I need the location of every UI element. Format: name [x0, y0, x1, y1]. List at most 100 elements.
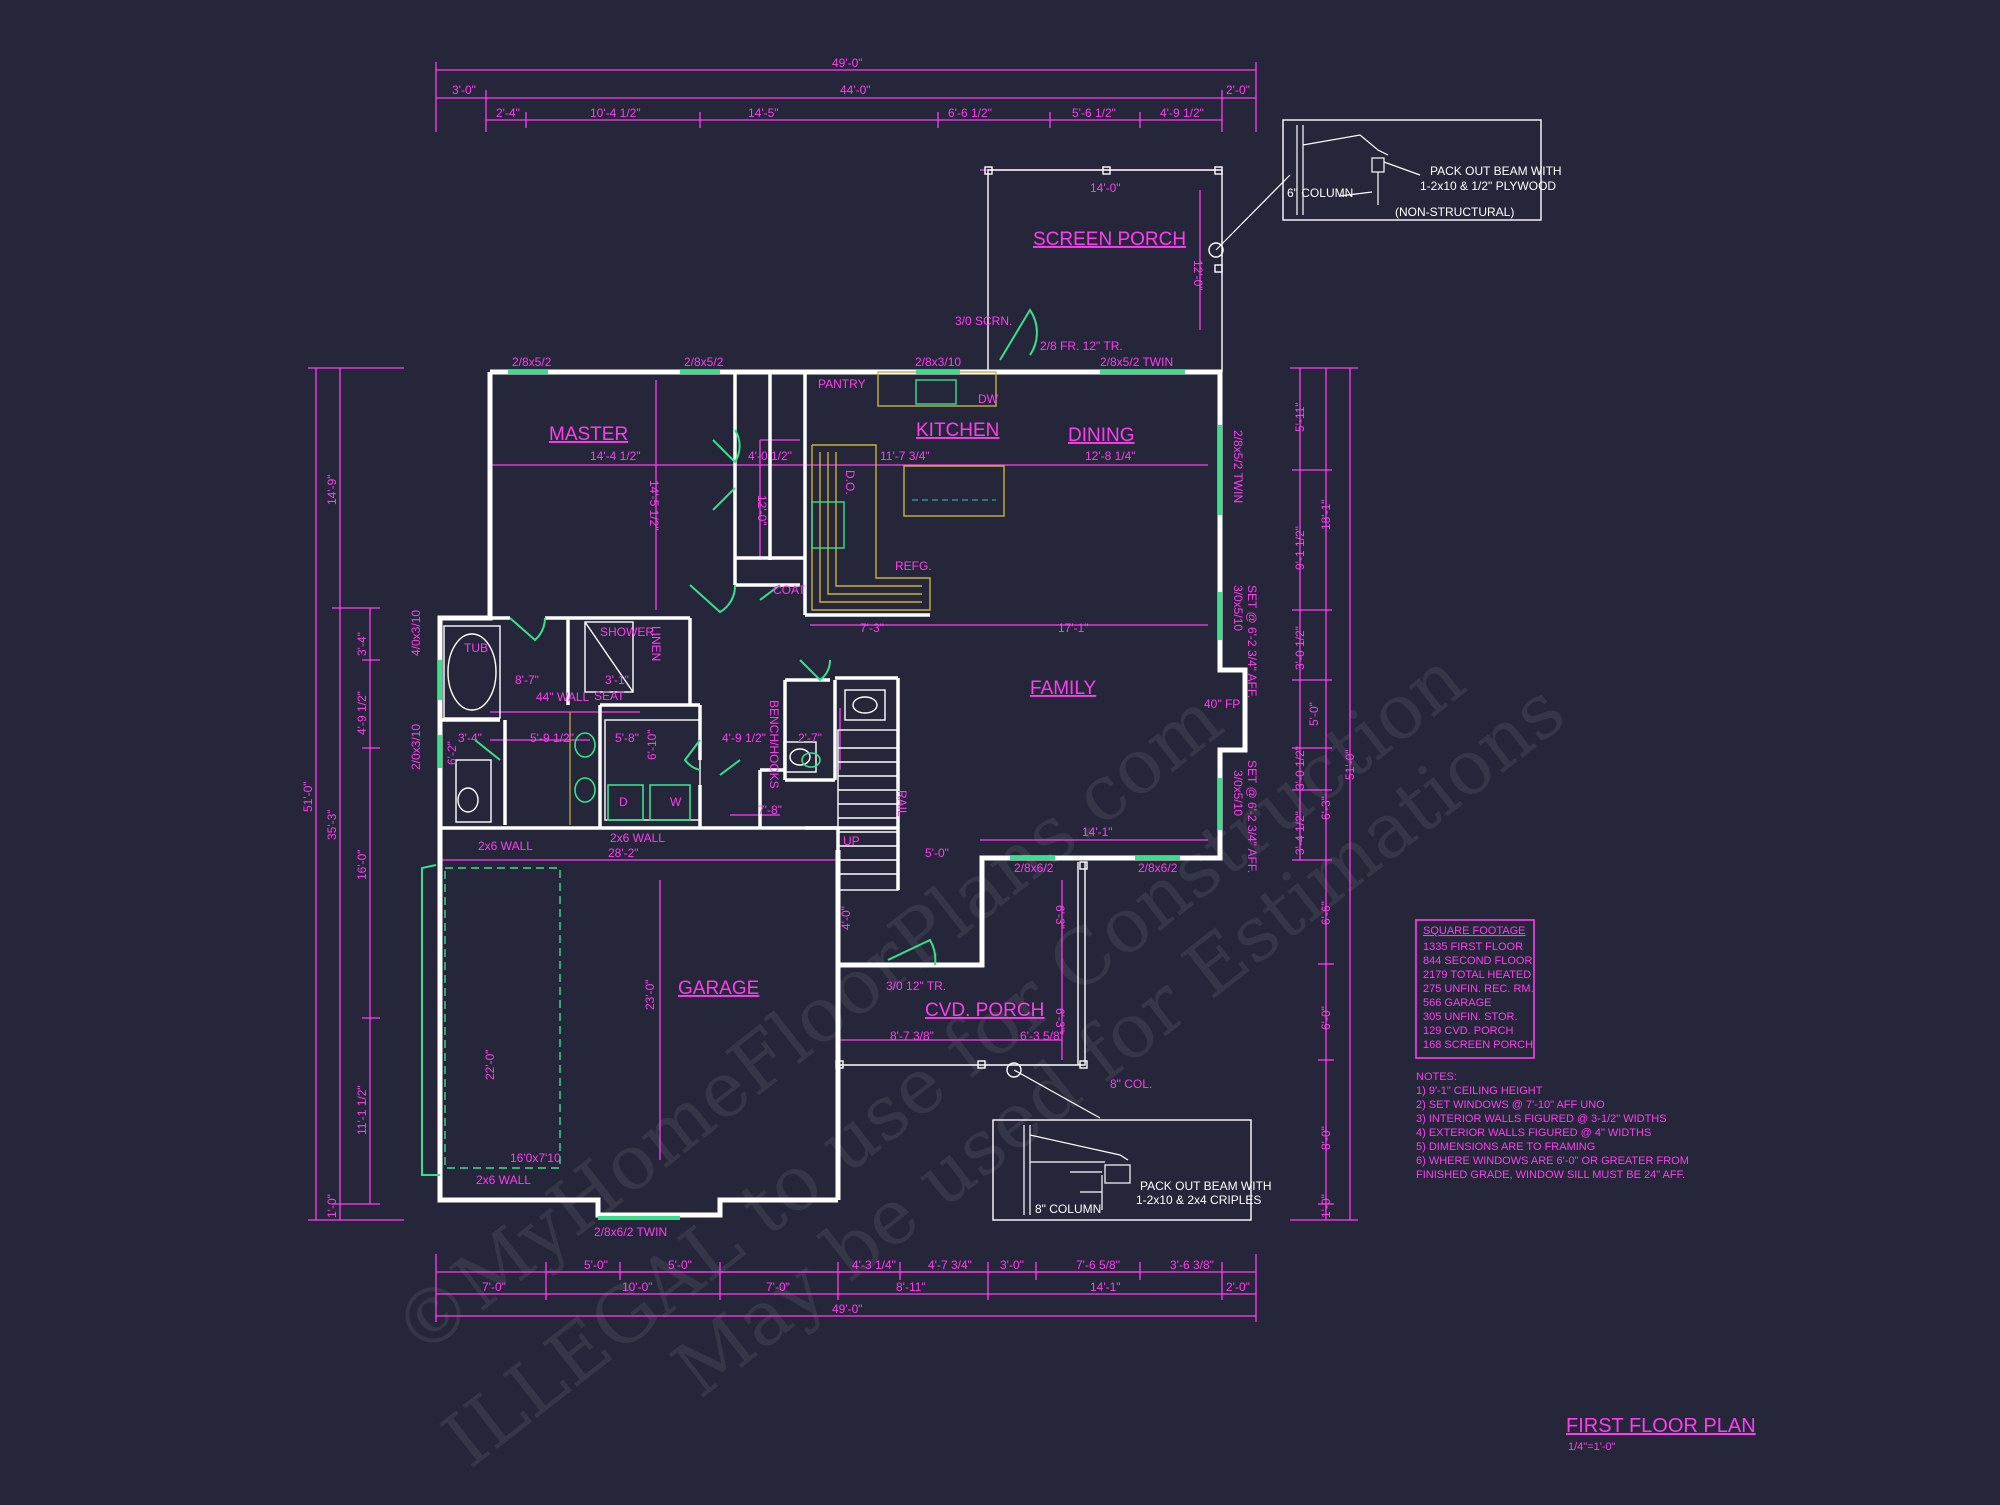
green-fixtures [574, 732, 821, 821]
label-seat: SEAT [594, 689, 625, 703]
note-6-cont: FINISHED GRADE, WINDOW SILL MUST BE 24" … [1416, 1169, 1685, 1181]
label-linen: LINEN [649, 626, 663, 661]
right-dim-b4: 6'-0" [1319, 1006, 1333, 1030]
dim-l: 22'-0" [483, 1049, 497, 1080]
screen-porch-outline [984, 166, 1224, 372]
window-set-note-2: SET @ 6'-2 3/4" AFF. [1245, 760, 1259, 873]
top-dim-row3-6: 4'-9 1/2" [1160, 106, 1204, 120]
sqft-item-4: 275 UNFIN. REC. RM. [1423, 983, 1534, 995]
room-cvd-porch: CVD. PORCH [925, 1000, 1044, 1021]
right-dim-overall: 51'-0" [1343, 749, 1357, 780]
sqft-item-8: 168 SCREEN PORCH [1423, 1039, 1533, 1051]
label-44-wall: 44" WALL [536, 690, 590, 704]
left-dim-row-2: 4'-9 1/2" [355, 691, 369, 735]
bottom-dim-row1-1: 5'-0" [584, 1258, 608, 1272]
top-detail: PACK OUT BEAM WITH 1-2x10 & 1/2" PLYWOOD… [1282, 119, 1562, 221]
left-dim-row-4: 11'-1 1/2" [355, 1085, 369, 1135]
sqft-item-5: 566 GARAGE [1423, 997, 1491, 1009]
watermark: ©MyHomeFloorPlans.com ILLEGAL to use for… [376, 633, 1580, 1484]
window-label-11: 4/0x3/10 [409, 610, 423, 656]
right-dim-b2: 6'-3" [1319, 796, 1333, 820]
bottom-dim-row2-4: 8'-11" [896, 1280, 926, 1294]
top-dim-row3-3: 14'-5" [748, 106, 779, 120]
room-garage: GARAGE [678, 978, 759, 999]
label-pantry: PANTRY [818, 377, 866, 391]
dim-dining-width: 12'-8 1/4" [1085, 449, 1136, 463]
dim-i: 3'-4" [458, 731, 482, 745]
dim-h: 5'-0" [925, 846, 949, 860]
garage-door [421, 864, 561, 1176]
label-up: UP [843, 834, 860, 848]
dim-c: 5'-8" [615, 731, 639, 745]
dim-a: 3'-1" [605, 673, 629, 687]
bottom-dim-row1-2: 5'-0" [668, 1258, 692, 1272]
dim-master-width: 14'-4 1/2" [590, 449, 641, 463]
notes-heading: NOTES: [1416, 1071, 1457, 1083]
label-shower: SHOWER [600, 625, 654, 639]
dim-family-width: 17'-1" [1058, 621, 1089, 635]
dim-master-depth: 14'-5 1/2" [647, 480, 661, 531]
top-detail-note2: 1-2x10 & 1/2" PLYWOOD [1420, 179, 1556, 193]
window-label-10: 2/8x6/2 TWIN [594, 1225, 667, 1239]
bottom-dim-row1-5: 3'-0" [1000, 1258, 1024, 1272]
label-coat: COAT [773, 583, 806, 597]
top-dim-row3-1: 2'-4" [496, 106, 520, 120]
note-2: 2) SET WINDOWS @ 7'-10" AFF UNO [1416, 1099, 1605, 1111]
right-dim-a3: 3'-0 1/2" [1293, 626, 1307, 670]
room-dining: DINING [1068, 425, 1135, 446]
label-bench-hooks: BENCH/HOOKS [767, 700, 781, 789]
top-dim-row3-5: 5'-6 1/2" [1072, 106, 1116, 120]
dim-closet-width: 4'-0 1/2" [748, 449, 792, 463]
label-fr-door: 2/8 FR. 12" TR. [1040, 339, 1123, 353]
bottom-dim-row1-3: 4'-3 1/4" [852, 1258, 896, 1272]
top-dim-overall: 49'-0" [832, 56, 863, 70]
bottom-dim-row2-1: 7'-0" [482, 1280, 506, 1294]
right-dim-a1: 5'-11" [1293, 402, 1307, 432]
label-dryer: D [619, 795, 628, 809]
dim-d: 4'-9 1/2" [722, 731, 766, 745]
dim-family-width-2: 14'-1" [1082, 825, 1113, 839]
label-rail: RAIL [895, 790, 909, 817]
dim-f: 7'-8" [758, 803, 782, 817]
top-detail-column: 6" COLUMN [1287, 186, 1353, 200]
window-label-5: 2/8x5/2 TWIN [1231, 430, 1245, 503]
window-set-note-1: SET @ 6'-2 3/4" AFF. [1245, 585, 1259, 698]
range [811, 501, 845, 549]
right-dim-b1: 18'-1" [1319, 499, 1333, 530]
square-footage-box: SQUARE FOOTAGE 1335 FIRST FLOOR 844 SECO… [1415, 919, 1535, 1059]
sqft-heading: SQUARE FOOTAGE [1423, 925, 1525, 937]
dim-closet-depth: 12'-0" [755, 495, 769, 526]
window-label-6: 3/0x5/10 [1231, 585, 1245, 631]
watermark-line2: ILLEGAL to use for Construction [426, 633, 1480, 1484]
label-garage-door: 16'0x7'10 [510, 1151, 561, 1165]
dim-m: 4'-0" [839, 906, 853, 930]
right-dim-a2: 9'-1 1/2" [1293, 526, 1307, 570]
left-dim-overall: 51'-0" [301, 781, 315, 812]
plan-title: FIRST FLOOR PLAN [1566, 1415, 1756, 1437]
plan-scale: 1/4"=1'-0" [1568, 1441, 1616, 1453]
label-8-col: 8" COL. [1110, 1077, 1152, 1091]
kitchen-sink [915, 379, 957, 405]
dim-garage-width: 28'-2" [608, 846, 639, 860]
top-dim-row3-2: 10'-4 1/2" [590, 106, 641, 120]
bottom-dim-row1-4: 4'-7 3/4" [928, 1258, 972, 1272]
dimension-lines [308, 62, 1358, 1322]
note-4: 4) EXTERIOR WALLS FIGURED @ 4" WIDTHS [1416, 1127, 1651, 1139]
kitchen-cabinets [811, 371, 1005, 611]
porch-leader [1013, 1069, 1101, 1119]
bottom-dim-row2-5: 14'-1" [1090, 1280, 1121, 1294]
dim-cvd-porch-depth: 6'-3" [1053, 905, 1067, 929]
room-kitchen: KITCHEN [916, 420, 999, 441]
bottom-dim-row2-2: 10'-0" [622, 1280, 653, 1294]
label-washer: W [670, 795, 682, 809]
room-master: MASTER [549, 424, 628, 445]
right-dim-b3: 6'-6" [1319, 901, 1333, 925]
sqft-item-1: 1335 FIRST FLOOR [1423, 941, 1523, 953]
window-marks [438, 370, 1222, 1220]
top-dim-row2-1: 3'-0" [452, 83, 476, 97]
note-1: 1) 9'-1" CEILING HEIGHT [1416, 1085, 1543, 1097]
sqft-item-7: 129 CVD. PORCH [1423, 1025, 1514, 1037]
right-dim-a5: 3'-0 1/2" [1293, 746, 1307, 790]
notes-block: NOTES: 1) 9'-1" CEILING HEIGHT 2) SET WI… [1416, 1071, 1689, 1181]
top-detail-nonstructural: (NON-STRUCTURAL) [1395, 205, 1514, 219]
